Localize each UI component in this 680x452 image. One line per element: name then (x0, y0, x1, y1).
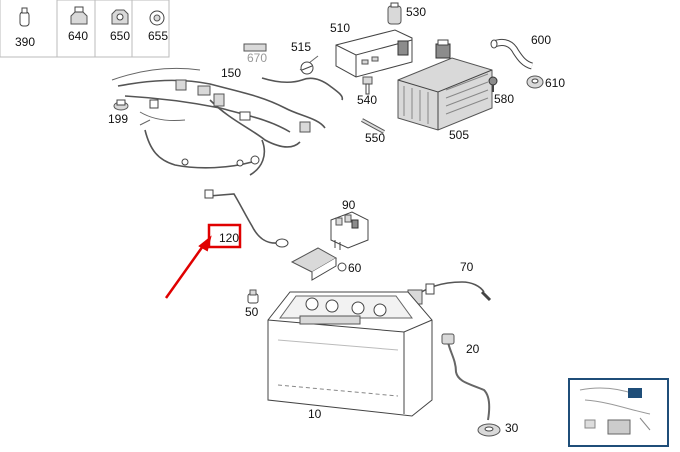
callout-580[interactable]: 580 (494, 92, 514, 106)
callout-30[interactable]: 30 (505, 421, 519, 435)
rod-550[interactable] (361, 118, 385, 134)
callout-510[interactable]: 510 (330, 21, 350, 35)
hose-600[interactable] (490, 38, 534, 70)
callout-670[interactable]: 670 (247, 51, 267, 65)
callout-515[interactable]: 515 (291, 40, 311, 54)
legend-label-650[interactable]: 650 (110, 29, 130, 43)
legend-label-655[interactable]: 655 (148, 29, 168, 43)
legend-label-390[interactable]: 390 (15, 35, 35, 49)
callout-530[interactable]: 530 (406, 5, 426, 19)
cable-515[interactable] (243, 43, 344, 101)
callout-550[interactable]: 550 (365, 131, 385, 145)
callout-610[interactable]: 610 (545, 76, 565, 90)
part-655-icon[interactable] (149, 10, 165, 26)
callout-540[interactable]: 540 (357, 93, 377, 107)
ground-cable-120[interactable] (204, 189, 289, 248)
plug-50[interactable] (247, 289, 259, 304)
callout-120[interactable]: 120 (219, 231, 239, 245)
grommet-199[interactable] (113, 99, 129, 111)
cable-70[interactable] (407, 281, 492, 305)
battery-10[interactable] (267, 291, 433, 417)
cap-530[interactable] (387, 2, 402, 25)
part-390-icon[interactable] (19, 7, 30, 27)
fuse-box-90[interactable] (330, 211, 369, 250)
control-unit-510[interactable] (335, 29, 413, 78)
legend-label-640[interactable]: 640 (68, 29, 88, 43)
callout-10[interactable]: 10 (308, 407, 322, 421)
part-650-icon[interactable] (111, 9, 129, 25)
callout-150[interactable]: 150 (221, 66, 241, 80)
bolt-540[interactable] (362, 76, 373, 95)
bracket-60[interactable] (290, 247, 347, 281)
wiring-harness-150[interactable] (111, 68, 326, 176)
callout-199[interactable]: 199 (108, 112, 128, 126)
red-arrow-icon (164, 235, 212, 299)
callout-50[interactable]: 50 (245, 305, 259, 319)
callout-60[interactable]: 60 (348, 261, 362, 275)
part-640-icon[interactable] (70, 6, 88, 25)
highlight-box-120 (207, 223, 242, 249)
callout-20[interactable]: 20 (466, 342, 480, 356)
tray-505[interactable] (397, 39, 493, 131)
overview-thumbnail[interactable] (568, 378, 669, 447)
grommet-30[interactable] (477, 423, 501, 437)
callout-70[interactable]: 70 (460, 260, 474, 274)
callout-90[interactable]: 90 (342, 198, 356, 212)
nut-610[interactable] (526, 75, 544, 89)
screw-580[interactable] (488, 76, 498, 92)
callout-600[interactable]: 600 (531, 33, 551, 47)
small-parts-legend: 390 640 650 655 (0, 0, 170, 58)
vent-hose-20[interactable] (441, 333, 491, 421)
callout-505[interactable]: 505 (449, 128, 469, 142)
